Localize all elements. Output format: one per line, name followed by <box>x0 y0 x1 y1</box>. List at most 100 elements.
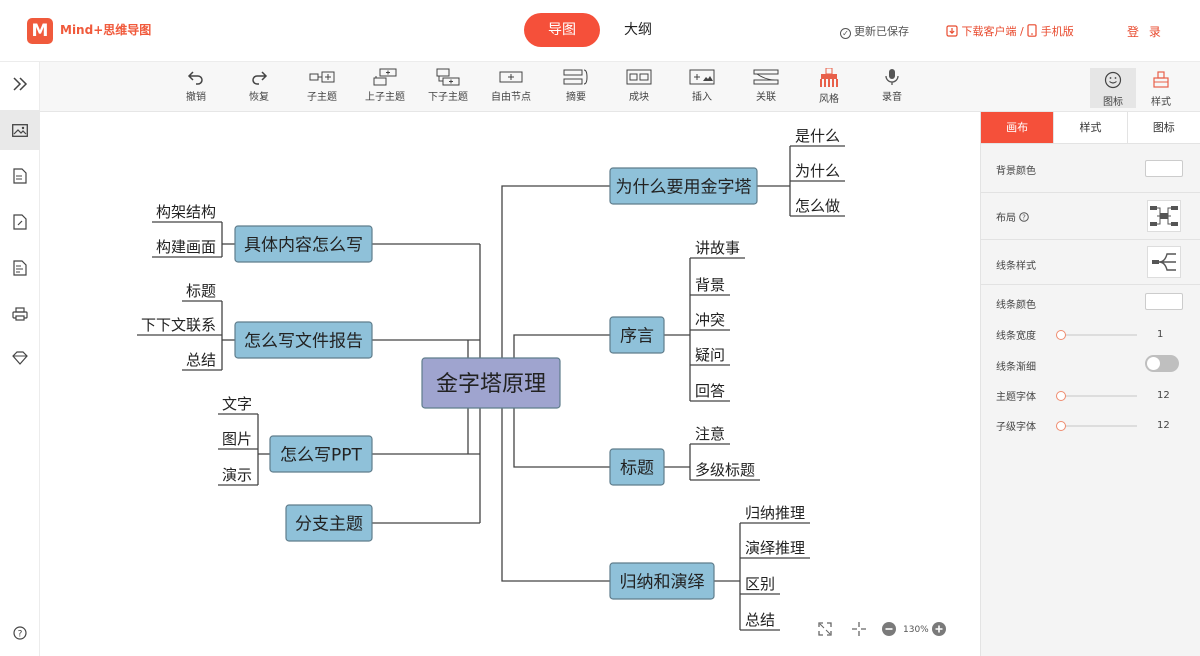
image-icon <box>12 123 28 137</box>
block-button[interactable]: 成块 <box>609 66 669 110</box>
summary-label: 摘要 <box>566 92 586 103</box>
topic-node[interactable]: 怎么写文件报告 <box>234 321 373 359</box>
subtopic-node: 区别 <box>745 575 775 593</box>
svg-text:?: ? <box>18 629 23 639</box>
style-brush-button[interactable]: 风格 <box>799 66 859 110</box>
topic-node-box <box>609 167 758 205</box>
slider-knob[interactable] <box>1056 421 1066 431</box>
center-map-icon[interactable] <box>852 622 866 636</box>
tab-icons[interactable]: 图标 <box>1152 121 1175 134</box>
topic-node-box <box>269 435 373 473</box>
topic-node[interactable]: 标题 <box>609 448 665 486</box>
subtopic-node: 怎么做 <box>795 197 840 215</box>
help-circle-icon[interactable]: ? <box>1019 212 1029 222</box>
expand-sidebar-button[interactable] <box>0 64 40 104</box>
app-logo-icon[interactable]: M <box>27 18 53 44</box>
styles-panel-button[interactable]: 样式 <box>1138 68 1184 108</box>
style-brush-label: 风格 <box>819 94 839 105</box>
mode-map-button[interactable]: 导图 <box>524 13 600 47</box>
topic-node[interactable]: 序言 <box>609 316 665 354</box>
sidebar-item-attach[interactable] <box>0 202 40 242</box>
styles-panel-label: 样式 <box>1151 97 1171 108</box>
record-button[interactable]: 录音 <box>862 66 922 110</box>
topic-node-box <box>234 321 373 359</box>
svg-text:?: ? <box>1022 214 1026 222</box>
icons-panel-label: 图标 <box>1103 97 1123 108</box>
sidebar-item-export-doc[interactable] <box>0 156 40 196</box>
child-topic-button[interactable]: 子主题 <box>292 66 352 110</box>
sub-font-slider[interactable] <box>1056 421 1137 431</box>
lower-child-topic-label: 下子主题 <box>428 92 468 103</box>
root-topic-node-box <box>421 357 561 409</box>
lower-child-topic-button[interactable]: 下子主题 <box>418 66 478 110</box>
redo-button[interactable]: 恢复 <box>229 66 289 110</box>
topic-node-label: 怎么写PPT <box>280 445 363 465</box>
toggle-knob <box>1147 357 1160 370</box>
topic-node[interactable]: 怎么写PPT <box>269 435 373 473</box>
background-color-picker[interactable] <box>1145 160 1183 177</box>
sidebar-item-premium[interactable] <box>0 338 40 378</box>
insert-button[interactable]: 插入 <box>672 66 732 110</box>
subtopic-node: 讲故事 <box>695 239 740 257</box>
relation-button[interactable]: 关联 <box>736 66 796 110</box>
root-topic-node[interactable]: 金字塔原理 <box>421 357 561 409</box>
slider-knob[interactable] <box>1056 330 1066 340</box>
save-status: ✓更新已保存 <box>840 23 909 39</box>
login-button[interactable]: 登 录 <box>1127 25 1164 39</box>
sidebar-item-notes[interactable] <box>0 248 40 288</box>
topic-node-label: 具体内容怎么写 <box>244 235 363 255</box>
line-style-picker[interactable] <box>1147 246 1181 278</box>
summary-button[interactable]: 摘要 <box>546 66 606 110</box>
undo-button[interactable]: 撤销 <box>166 66 226 110</box>
mode-outline-button[interactable]: 大纲 <box>624 22 652 38</box>
free-node-button[interactable]: 自由节点 <box>481 66 541 110</box>
topic-font-label: 主题字体 <box>996 392 1036 403</box>
mobile-link[interactable]: 手机版 <box>1040 25 1074 38</box>
subtopic-node: 总结 <box>186 351 216 369</box>
mobile-icon[interactable] <box>1027 24 1037 37</box>
subtopic-node: 演绎推理 <box>745 539 805 557</box>
relation-label: 关联 <box>756 92 776 103</box>
line-color-picker[interactable] <box>1145 293 1183 310</box>
zoom-in-icon[interactable] <box>932 622 946 636</box>
slider-knob[interactable] <box>1056 391 1066 401</box>
layout-label-text: 布局 <box>996 213 1016 224</box>
topic-node-label: 怎么写文件报告 <box>244 331 363 351</box>
child-topic-label: 子主题 <box>307 92 337 103</box>
panel-tabs: 画布 样式 图标 <box>981 112 1200 144</box>
lower-child-topic-icon <box>436 68 460 86</box>
upper-child-topic-button[interactable]: 上子主题 <box>355 66 415 110</box>
topic-node[interactable]: 归纳和演绎 <box>609 562 715 600</box>
subtopic-node: 文字 <box>222 395 252 413</box>
layout-label: 布局 ? <box>996 209 1029 224</box>
mindmap-canvas[interactable]: 构架结构构建画面具体内容怎么写标题下下文联系总结怎么写文件报告文字图片演示怎么写… <box>40 112 980 656</box>
line-width-slider[interactable] <box>1056 330 1137 340</box>
topic-font-slider[interactable] <box>1056 391 1137 401</box>
fullscreen-icon[interactable] <box>818 622 832 636</box>
download-icon[interactable] <box>946 25 958 37</box>
help-button[interactable]: ? <box>0 613 40 653</box>
line-width-label: 线条宽度 <box>996 331 1036 342</box>
download-client-link[interactable]: 下载客户端 <box>961 25 1017 38</box>
download-area: 下载客户端 / 手机版 <box>946 23 1074 39</box>
topic-node[interactable]: 为什么要用金字塔 <box>609 167 758 205</box>
topic-node[interactable]: 具体内容怎么写 <box>234 225 373 263</box>
subtopic-node: 背景 <box>695 276 725 294</box>
layout-picker[interactable] <box>1147 200 1181 232</box>
sidebar-item-print[interactable] <box>0 294 40 334</box>
topic-node-box <box>609 562 715 600</box>
document-export-icon <box>13 168 27 184</box>
child-topic-icon <box>309 71 335 83</box>
icons-panel-button[interactable]: 图标 <box>1090 68 1136 108</box>
tab-style[interactable]: 样式 <box>1054 112 1128 143</box>
sub-font-value: 12 <box>1157 420 1170 431</box>
zoom-out-icon[interactable] <box>882 622 896 636</box>
divider <box>981 192 1200 193</box>
subtopic-node: 是什么 <box>795 127 840 145</box>
line-taper-toggle[interactable] <box>1145 355 1179 372</box>
mindmap[interactable]: 构架结构构建画面具体内容怎么写标题下下文联系总结怎么写文件报告文字图片演示怎么写… <box>40 112 980 656</box>
tab-canvas[interactable]: 画布 <box>981 112 1055 143</box>
topic-node[interactable]: 分支主题 <box>285 504 373 542</box>
divider <box>981 239 1200 240</box>
sidebar-item-image[interactable] <box>0 110 40 150</box>
